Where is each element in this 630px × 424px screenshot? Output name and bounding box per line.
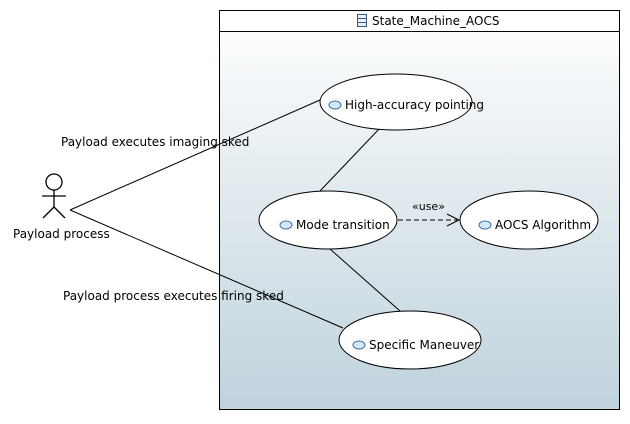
usecase-label: Mode transition <box>296 218 390 232</box>
association-imaging-line[interactable] <box>69 99 321 211</box>
usecase-aocs-algorithm[interactable]: AOCS Algorithm <box>459 190 599 250</box>
usecase-label: Specific Maneuver <box>369 338 479 352</box>
actor-name: Payload process <box>13 227 110 241</box>
usecase-label: High-accuracy pointing <box>345 98 484 112</box>
usecase-icon <box>328 100 342 110</box>
usecase-label: AOCS Algorithm <box>495 218 591 232</box>
association-firing-line[interactable] <box>69 209 344 329</box>
usecase-icon <box>352 340 366 350</box>
usecase-specific-maneuver[interactable]: Specific Maneuver <box>338 310 482 370</box>
component-icon <box>357 14 367 27</box>
connector-highacc-mode[interactable] <box>319 127 381 192</box>
use-stereotype-label: «use» <box>412 200 445 213</box>
subject-title: State_Machine_AOCS <box>372 14 499 28</box>
usecase-high-accuracy-pointing[interactable]: High-accuracy pointing <box>319 73 484 131</box>
usecase-mode-transition[interactable]: Mode transition <box>258 190 398 250</box>
association-firing-label: Payload process executes firing sked <box>63 289 284 303</box>
use-dependency[interactable]: «use» <box>398 200 461 227</box>
usecase-icon <box>478 220 492 230</box>
actor-payload-process[interactable]: Payload process <box>13 173 110 241</box>
actor-icon <box>42 173 66 219</box>
association-imaging-label: Payload executes imaging sked <box>61 135 249 149</box>
connector-mode-maneuver[interactable] <box>329 248 401 312</box>
usecase-icon <box>279 220 293 230</box>
